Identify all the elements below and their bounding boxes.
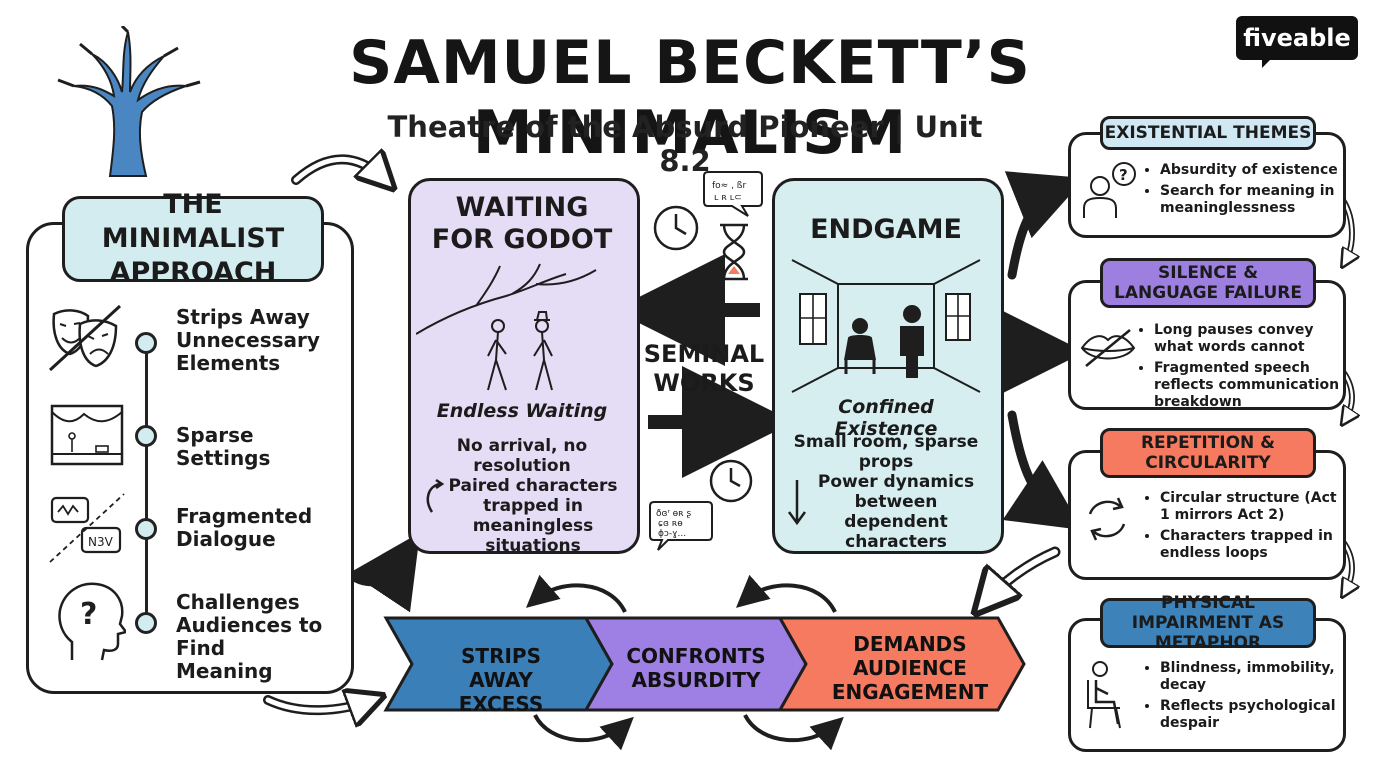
godot-text-2: Paired characters trapped in meaningless… [448,476,618,556]
endgame-text-1: Small room, sparse props [793,432,979,472]
silenced-lips-icon [1080,329,1136,367]
hourglass-icon [720,223,748,281]
svg-text:ʟ ʀ ʟ⊂: ʟ ʀ ʟ⊂ [714,193,742,203]
bare-tree-icon [57,26,201,177]
bullet: Circular structure (Act 1 mirrors Act 2) [1160,490,1346,524]
repetition-bullets: Circular structure (Act 1 mirrors Act 2)… [1144,490,1346,566]
scribble-bubble-icon: ðɞʳ ɵʀ ʂ ɕɞ ʀɵ ɸɔ-ɣ... [649,501,713,551]
timeline-dot [135,612,157,634]
band-label-3: DEMANDS AUDIENCE ENGAGEMENT [831,632,989,704]
svg-text:ɕɞ ʀɵ: ɕɞ ʀɵ [658,519,683,529]
process-band [383,616,1026,712]
godot-title: WAITING FOR GODOT [431,192,613,255]
scribble-bubble-icon: fo≈ , ßr ʟ ʀ ʟ⊂ [703,171,763,217]
timeline-dot [135,425,157,447]
fiveable-logo[interactable]: fiveable [1236,16,1358,60]
timeline-dot [135,332,157,354]
page-subtitle: Theatre of the Absurd Pioneer | Unit 8.2 [387,110,983,178]
approach-item-label: Sparse Settings [176,423,271,470]
physical-impairment-header: PHYSICAL IMPAIRMENT AS METAPHOR [1100,593,1316,653]
clock-icon [709,459,753,503]
approach-item-label: Fragmented Dialogue [176,504,313,551]
theatre-masks-icon [48,304,122,372]
waiting-for-godot-card [408,178,640,554]
seated-person-icon [1087,661,1121,729]
silence-language-bullets: Long pauses convey what words cannot Fra… [1138,322,1350,415]
down-arrow-icon [787,480,807,526]
band-segment-3 [777,616,1026,712]
cycle-arrow-icon [426,478,445,513]
speech-bubbles-icon: N3V [49,493,125,563]
svg-text:N3V: N3V [88,535,114,549]
circular-arrows-icon [1088,497,1126,541]
svg-text:?: ? [1119,166,1128,184]
person-question-icon: ? [1083,162,1136,218]
page-title: SAMUEL BECKETT’S MINIMALISM [349,28,1031,168]
head-question-icon: ? [58,582,126,661]
godot-subtitle: Endless Waiting [436,400,608,422]
timeline-dot [135,518,157,540]
bullet: Blindness, immobility, decay [1160,660,1346,694]
godot-tree-figures-icon [416,263,597,391]
silence-language-header: SILENCE & LANGUAGE FAILURE [1100,258,1316,308]
loop-arrow-bottom-2 [743,713,844,751]
bullet: Absurdity of existence [1160,162,1340,179]
approach-item-label: Challenges Audiences to Find Meaning [176,590,323,683]
endgame-text-2: Power dynamics between dependent charact… [817,472,975,552]
svg-text:ðɞʳ ɵʀ ʂ: ðɞʳ ɵʀ ʂ [656,509,691,519]
repetition-header: REPETITION & CIRCULARITY [1100,428,1316,478]
physical-impairment-bullets: Blindness, immobility, decay Reflects ps… [1144,660,1346,736]
existential-themes-header: EXISTENTIAL THEMES [1100,116,1316,150]
loop-arrow-top-1 [525,574,627,613]
svg-text:ɸɔ-ɣ...: ɸɔ-ɣ... [658,529,686,539]
existential-themes-bullets: Absurdity of existence Search for meanin… [1144,162,1340,221]
endgame-title: ENDGAME [810,214,962,245]
bullet: Long pauses convey what words cannot [1154,322,1350,356]
loop-arrow-top-2 [735,574,837,613]
curved-arrow-endgame-top [1004,171,1086,280]
bullet: Fragmented speech reflects communication… [1154,360,1350,411]
minimalist-header: THE MINIMALIST APPROACH [62,189,324,288]
endgame-subtitle: Confined Existence [834,396,938,440]
bullet: Search for meaning in meaninglessness [1160,183,1340,217]
band-label-2: CONFRONTS ABSURDITY [626,644,766,692]
confined-room-icon [791,259,981,393]
bullet: Reflects psychological despair [1160,698,1346,732]
seminal-works-label: SEMINAL WORKS [643,340,765,397]
clock-icon [653,205,699,251]
endgame-card [772,178,1004,554]
godot-text-1: No arrival, no resolution [456,436,588,476]
timeline-line [145,340,148,622]
loop-arrow-bottom-1 [533,713,634,751]
curved-arrow-mid-left [350,532,420,613]
logo-tail [1262,58,1272,68]
approach-item-label: Strips Away Unnecessary Elements [176,305,320,375]
curved-arrow-endgame-bottom [1002,410,1083,530]
bullet: Characters trapped in endless loops [1160,528,1346,562]
svg-text:fo≈ , ßr: fo≈ , ßr [712,181,746,191]
band-label-1: STRIPS AWAY EXCESS [458,644,544,716]
bare-stage-icon [50,404,124,466]
svg-text:?: ? [80,597,97,632]
